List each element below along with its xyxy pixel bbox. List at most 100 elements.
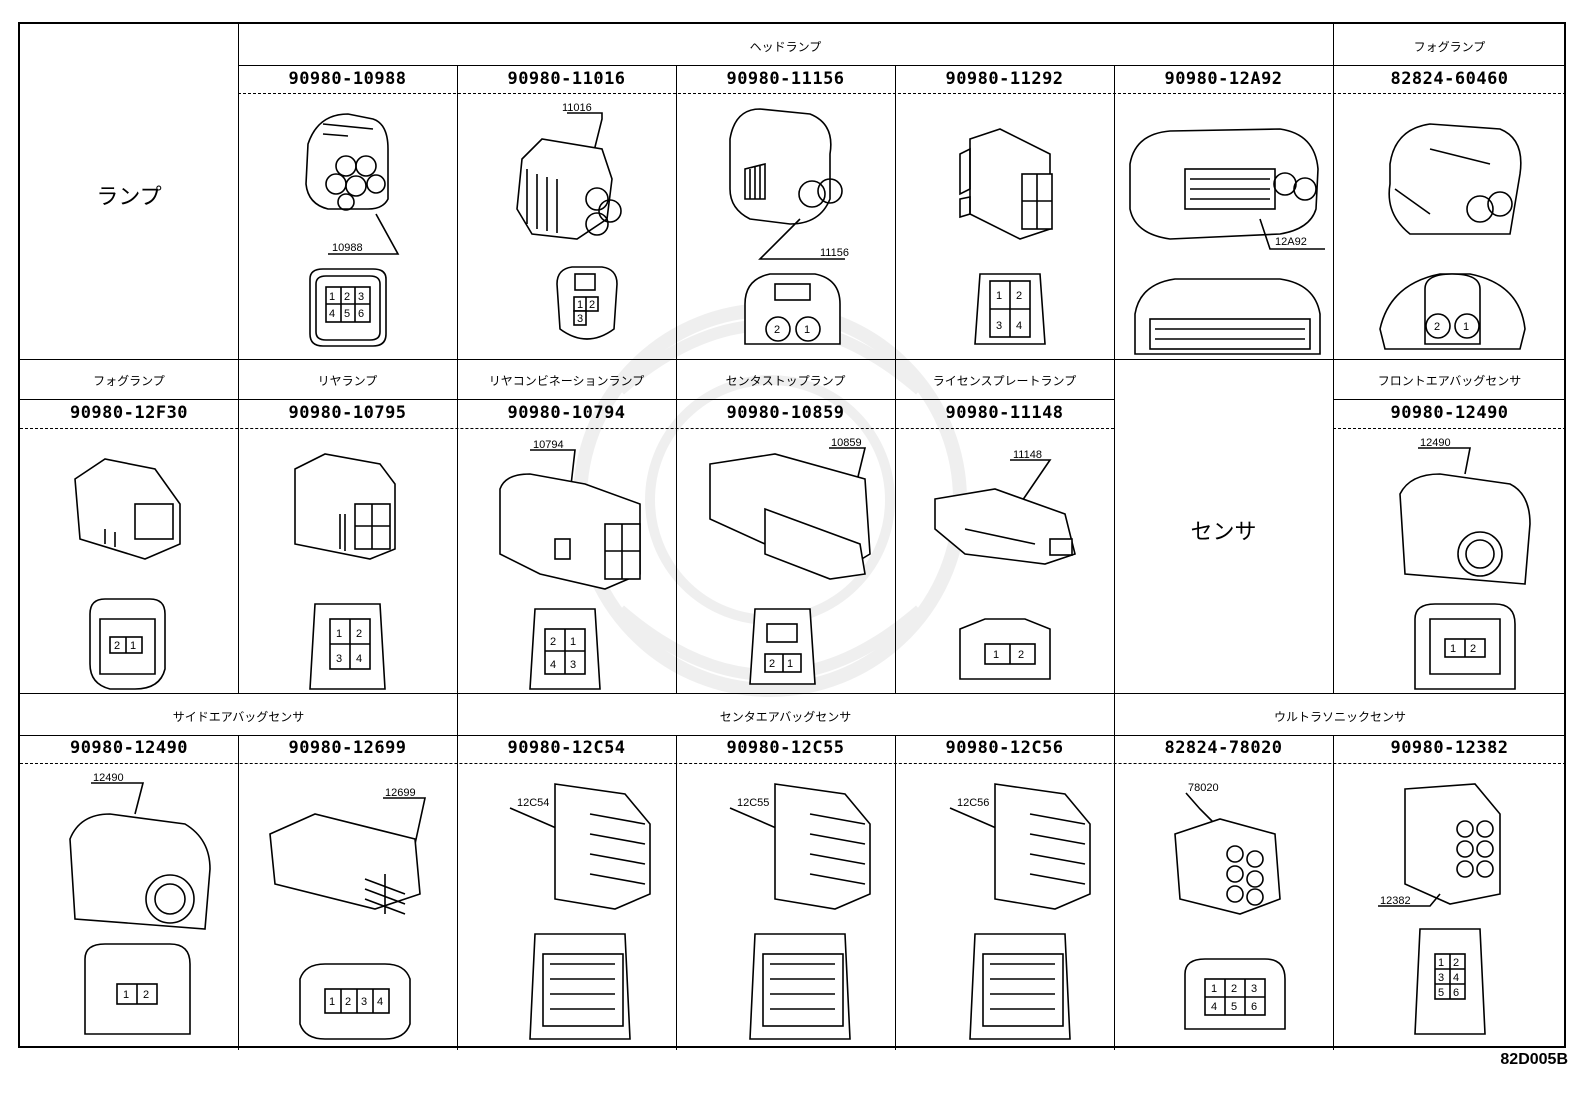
- connector-code: 10794: [533, 439, 564, 451]
- svg-text:3: 3: [1251, 983, 1257, 995]
- svg-text:2: 2: [356, 628, 362, 640]
- connector-drawing-12C56: 12C56: [949, 783, 1091, 1040]
- svg-text:5: 5: [344, 308, 350, 320]
- svg-text:4: 4: [377, 996, 383, 1008]
- svg-text:1: 1: [570, 636, 576, 648]
- svg-text:2: 2: [550, 636, 556, 648]
- svg-text:3: 3: [570, 659, 576, 671]
- connector-code: 78020: [1188, 782, 1219, 794]
- svg-text:1: 1: [787, 658, 793, 670]
- category-side-airbag-sensor: サイドエアバッグセンサ: [172, 710, 305, 724]
- category-rear-combination-lamp: リヤコンビネーションランプ: [488, 374, 645, 388]
- row-label-sensor: センサ: [1190, 520, 1257, 545]
- svg-text:3: 3: [336, 653, 342, 665]
- category-rear-lamp: リヤランプ: [317, 374, 378, 388]
- part-number: 90980-12490: [69, 738, 189, 758]
- svg-text:3: 3: [577, 313, 583, 325]
- svg-text:1: 1: [1450, 643, 1456, 655]
- connector-code: 12C55: [737, 797, 769, 809]
- svg-text:4: 4: [1211, 1001, 1217, 1013]
- part-number: 90980-12699: [288, 738, 407, 758]
- category-front-airbag-sensor: フロントエアバッグセンサ: [1377, 374, 1522, 388]
- svg-text:1: 1: [1211, 983, 1217, 995]
- category-headlamp: ヘッドランプ: [749, 40, 822, 54]
- connector-code: 12699: [385, 787, 416, 799]
- category-ultrasonic-sensor: ウルトラソニックセンサ: [1273, 710, 1406, 724]
- svg-text:1: 1: [329, 291, 335, 303]
- svg-text:1: 1: [577, 299, 583, 311]
- svg-text:5: 5: [1438, 987, 1444, 999]
- category-center-stop-lamp: センタストップランプ: [725, 374, 846, 388]
- part-number: 90980-11148: [945, 403, 1064, 423]
- part-number: 90980-12C55: [726, 738, 845, 758]
- svg-text:3: 3: [361, 996, 367, 1008]
- connector-drawing-12C55: 12C55: [729, 783, 871, 1040]
- svg-text:2: 2: [345, 996, 351, 1008]
- part-number: 90980-12382: [1390, 738, 1509, 758]
- svg-text:1: 1: [123, 989, 129, 1001]
- svg-text:1: 1: [993, 649, 999, 661]
- connector-code: 11016: [562, 102, 592, 114]
- svg-text:2: 2: [1016, 290, 1022, 302]
- row-label-lamp: ランプ: [96, 185, 162, 210]
- connector-code: 12490: [1420, 437, 1451, 449]
- connector-drawing-12490: 12490 1 2: [69, 772, 211, 1035]
- connector-drawing-12490: 12490 1 2: [1399, 437, 1531, 690]
- svg-text:2: 2: [1231, 983, 1237, 995]
- connector-code: 12C54: [517, 797, 549, 809]
- connector-code: 12C56: [957, 797, 989, 809]
- connector-drawing-12A92: 12A92: [1129, 128, 1325, 355]
- connector-code: 12382: [1380, 895, 1411, 907]
- category-license-plate-lamp: ライセンスプレートランプ: [932, 374, 1077, 388]
- part-number: 90980-12C56: [945, 738, 1064, 758]
- connector-drawing-12C54: 12C54: [509, 783, 651, 1040]
- part-number: 90980-10988: [288, 69, 407, 89]
- svg-text:1: 1: [336, 628, 342, 640]
- connector-code: 10859: [831, 437, 862, 449]
- part-number: 90980-10794: [507, 403, 626, 423]
- part-number: 90980-12C54: [507, 738, 626, 758]
- svg-text:3: 3: [1438, 972, 1444, 984]
- connector-code: 10988: [332, 242, 363, 254]
- connector-drawing-11292: 1 2 3 4: [959, 128, 1053, 345]
- svg-text:2: 2: [589, 299, 595, 311]
- svg-text:2: 2: [774, 324, 780, 336]
- svg-text:1: 1: [130, 640, 136, 652]
- connector-code: 12490: [93, 772, 124, 784]
- svg-text:6: 6: [1251, 1001, 1257, 1013]
- connector-code: 11148: [1013, 449, 1042, 461]
- svg-text:4: 4: [1016, 320, 1022, 332]
- category-center-airbag-sensor: センタエアバッグセンサ: [719, 710, 852, 724]
- category-foglamp: フォグランプ: [1413, 40, 1486, 54]
- category-foglamp: フォグランプ: [93, 374, 165, 388]
- svg-text:1: 1: [1438, 957, 1444, 969]
- part-number: 90980-10859: [726, 403, 845, 423]
- part-number: 90980-12A92: [1164, 69, 1283, 89]
- connector-code: 12A92: [1275, 236, 1307, 248]
- svg-text:6: 6: [1453, 987, 1459, 999]
- part-number: 82824-78020: [1164, 738, 1283, 758]
- sheet-id: 82D005B: [1500, 1051, 1568, 1068]
- part-number: 90980-11292: [945, 69, 1064, 89]
- svg-text:2: 2: [1470, 643, 1476, 655]
- svg-text:2: 2: [143, 989, 149, 1001]
- svg-text:2: 2: [1018, 649, 1024, 661]
- svg-text:2: 2: [344, 291, 350, 303]
- svg-text:3: 3: [996, 320, 1002, 332]
- svg-text:1: 1: [804, 324, 810, 336]
- svg-text:1: 1: [996, 290, 1002, 302]
- svg-text:2: 2: [1453, 957, 1459, 969]
- part-number: 90980-12F30: [69, 403, 189, 423]
- svg-text:4: 4: [329, 308, 335, 320]
